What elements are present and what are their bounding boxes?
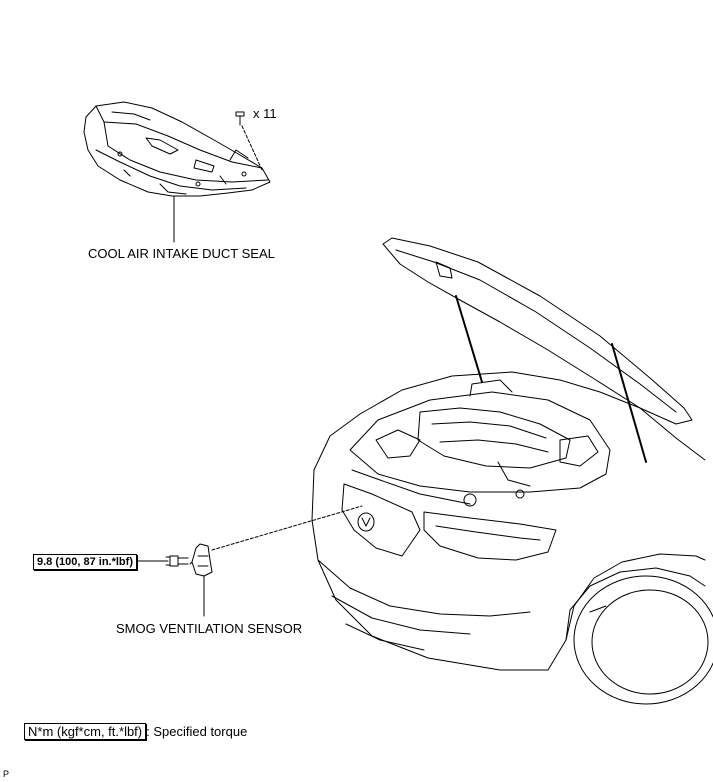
clip-leader-line [241,125,263,171]
clip-count-label: x 11 [253,106,277,121]
corner-code: P [3,769,10,779]
clip-icon [235,111,245,126]
duct-seal-label: COOL AIR INTAKE DUCT SEAL [88,246,275,261]
legend-description: : Specified torque [146,724,248,739]
torque-box: 9.8 (100, 87 in.*lbf) [33,554,137,571]
car-drawing [311,237,713,705]
legend: N*m (kgf*cm, ft.*lbf): Specified torque [24,723,247,740]
sensor-leader-dashed [211,505,363,551]
sensor-drawing [189,543,213,577]
bolt-icon [165,555,189,567]
duct-seal-drawing [83,101,271,197]
sensor-label: SMOG VENTILATION SENSOR [116,621,303,636]
legend-units-box: N*m (kgf*cm, ft.*lbf) [24,723,147,740]
